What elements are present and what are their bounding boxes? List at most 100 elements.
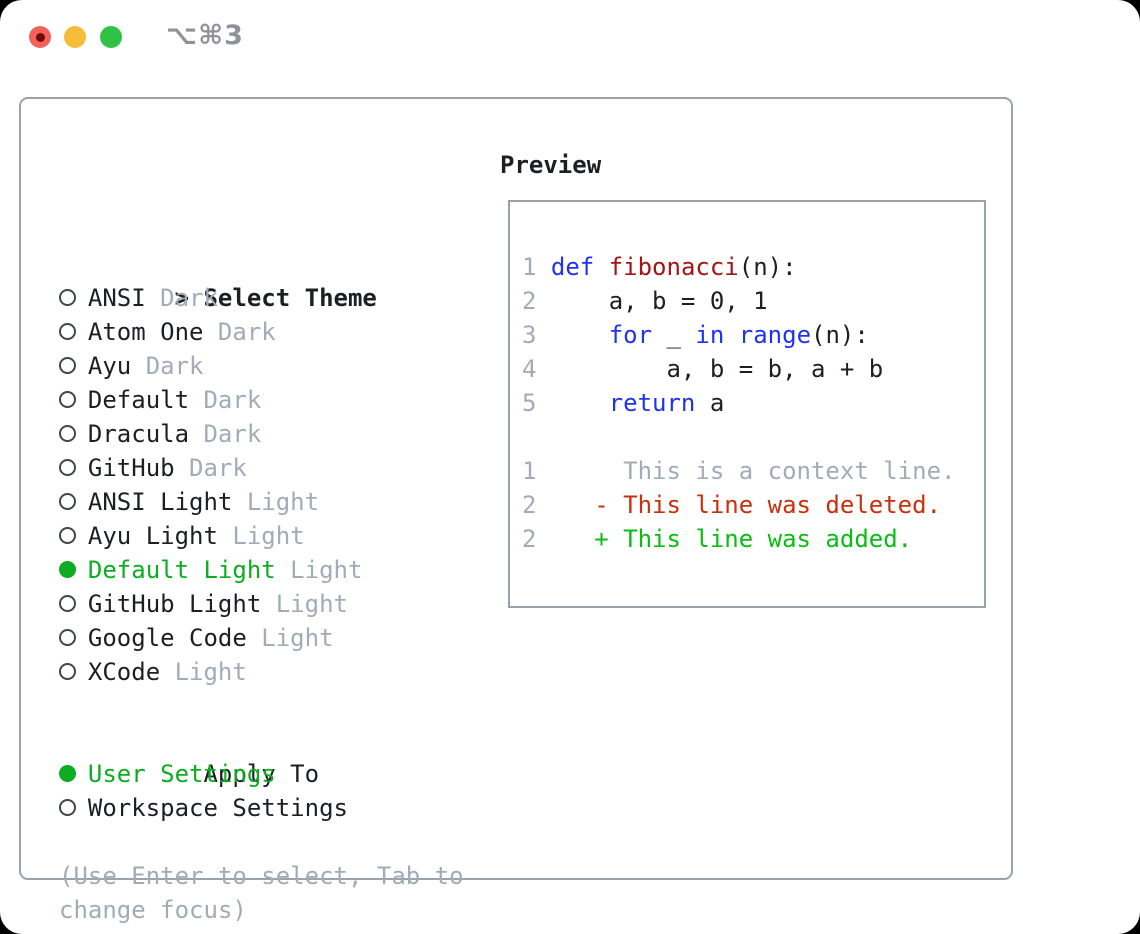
radio-dot bbox=[59, 765, 76, 782]
line-number: 4 bbox=[522, 355, 537, 383]
theme-option-ayu-light[interactable]: Ayu Light Light bbox=[59, 519, 464, 553]
radio-selected-icon bbox=[59, 757, 88, 791]
code-line-1: 1 def fibonacci(n): bbox=[522, 250, 955, 284]
theme-name: Atom One bbox=[87, 318, 204, 346]
theme-name: Ayu bbox=[87, 352, 132, 380]
radio-dot bbox=[59, 357, 76, 374]
radio-icon bbox=[59, 791, 88, 825]
code-line-2: 2 a, b = 0, 1 bbox=[522, 284, 955, 318]
code-segment bbox=[594, 253, 608, 281]
theme-name: GitHub bbox=[87, 454, 175, 482]
close-button[interactable] bbox=[29, 26, 51, 48]
theme-option-default[interactable]: Default Dark bbox=[59, 383, 464, 417]
theme-variant: Dark bbox=[217, 318, 276, 346]
line-number: 2 bbox=[522, 525, 537, 553]
radio-icon bbox=[59, 587, 88, 621]
apply-option-workspace-settings[interactable]: Workspace Settings bbox=[59, 791, 464, 825]
code-line-5: 5 return a bbox=[522, 386, 955, 420]
hint-line-2: change focus) bbox=[59, 896, 247, 924]
code-line-9: 2 + This line was added. bbox=[522, 522, 955, 556]
code-segment: for bbox=[608, 321, 653, 349]
close-button-dot bbox=[35, 32, 45, 42]
code-segment: - This line was deleted. bbox=[550, 491, 942, 519]
radio-dot bbox=[59, 391, 76, 408]
line-number: 2 bbox=[522, 491, 537, 519]
select-theme-title: Select Theme bbox=[203, 284, 377, 312]
theme-name: Dracula bbox=[87, 420, 190, 448]
radio-selected-icon bbox=[59, 553, 88, 587]
code-line-7: 1 This is a context line. bbox=[522, 454, 955, 488]
theme-variant: Light bbox=[174, 658, 247, 686]
code-segment: range bbox=[738, 321, 812, 349]
theme-variant: Light bbox=[290, 556, 363, 584]
preview-title: Preview bbox=[500, 151, 602, 179]
theme-variant: Light bbox=[232, 522, 305, 550]
line-number: 2 bbox=[522, 287, 537, 315]
apply-option-user-settings[interactable]: User Settings bbox=[59, 757, 464, 791]
radio-dot bbox=[59, 799, 76, 816]
theme-option-ansi-light[interactable]: ANSI Light Light bbox=[59, 485, 464, 519]
theme-variant: Dark bbox=[203, 386, 262, 414]
theme-variant: Dark bbox=[145, 352, 204, 380]
minimize-button[interactable] bbox=[64, 26, 86, 48]
theme-variant: Dark bbox=[189, 454, 247, 482]
radio-icon bbox=[59, 315, 88, 349]
code-segment bbox=[551, 321, 609, 349]
code-segment: a, b = b, a + b bbox=[550, 355, 884, 383]
line-number: 1 bbox=[522, 457, 537, 485]
apply-to-heading: Apply To bbox=[59, 723, 464, 788]
line-number: 3 bbox=[522, 321, 537, 349]
theme-variant: Light bbox=[261, 624, 334, 652]
code-segment bbox=[724, 321, 738, 349]
code-segment: (n): bbox=[811, 321, 869, 349]
titlebar: ⌥⌘3 bbox=[0, 0, 1140, 75]
radio-icon bbox=[59, 417, 88, 451]
spacer-row bbox=[59, 689, 464, 723]
radio-icon bbox=[59, 485, 88, 519]
select-theme-heading: > Select Theme bbox=[59, 247, 464, 312]
zoom-button[interactable] bbox=[100, 26, 122, 48]
code-segment: _ bbox=[652, 321, 696, 349]
line-number: 5 bbox=[522, 389, 537, 417]
theme-name: Default bbox=[87, 386, 190, 414]
radio-dot bbox=[59, 459, 76, 476]
theme-option-xcode[interactable]: XCode Light bbox=[59, 655, 464, 689]
theme-name: Ayu Light bbox=[87, 522, 218, 550]
code-line-3: 3 for _ in range(n): bbox=[522, 318, 955, 352]
radio-dot bbox=[59, 527, 76, 544]
code-segment: This is a context line. bbox=[550, 457, 956, 485]
radio-dot bbox=[59, 595, 76, 612]
focus-caret-icon: > bbox=[174, 284, 190, 312]
radio-icon bbox=[59, 383, 88, 417]
code-segment: a bbox=[695, 389, 725, 417]
spacer-row bbox=[59, 825, 464, 859]
theme-name: ANSI Light bbox=[87, 488, 233, 516]
theme-name: ANSI bbox=[87, 284, 146, 312]
theme-option-ayu[interactable]: Ayu Dark bbox=[59, 349, 464, 383]
code-segment: return bbox=[608, 389, 696, 417]
theme-name: Default Light bbox=[87, 556, 276, 584]
apply-to-title: Apply To bbox=[203, 760, 320, 788]
theme-option-github[interactable]: GitHub Dark bbox=[59, 451, 464, 485]
code-segment: fibonacci bbox=[608, 253, 739, 281]
line-number: 1 bbox=[522, 253, 537, 281]
theme-option-atom-one[interactable]: Atom One Dark bbox=[59, 315, 464, 349]
theme-option-default-light[interactable]: Default Light Light bbox=[59, 553, 464, 587]
apply-option-label: Workspace Settings bbox=[87, 794, 348, 822]
hint-line-1: (Use Enter to select, Tab to bbox=[59, 862, 464, 890]
theme-name: XCode bbox=[87, 658, 161, 686]
code-segment: a, b = 0, 1 bbox=[550, 287, 768, 315]
code-line-6 bbox=[522, 420, 955, 454]
theme-variant: Light bbox=[246, 488, 320, 516]
code-segment: (n): bbox=[738, 253, 797, 281]
radio-dot bbox=[59, 425, 76, 442]
code-segment: def bbox=[550, 253, 595, 281]
radio-dot bbox=[59, 663, 76, 680]
radio-icon bbox=[59, 519, 88, 553]
